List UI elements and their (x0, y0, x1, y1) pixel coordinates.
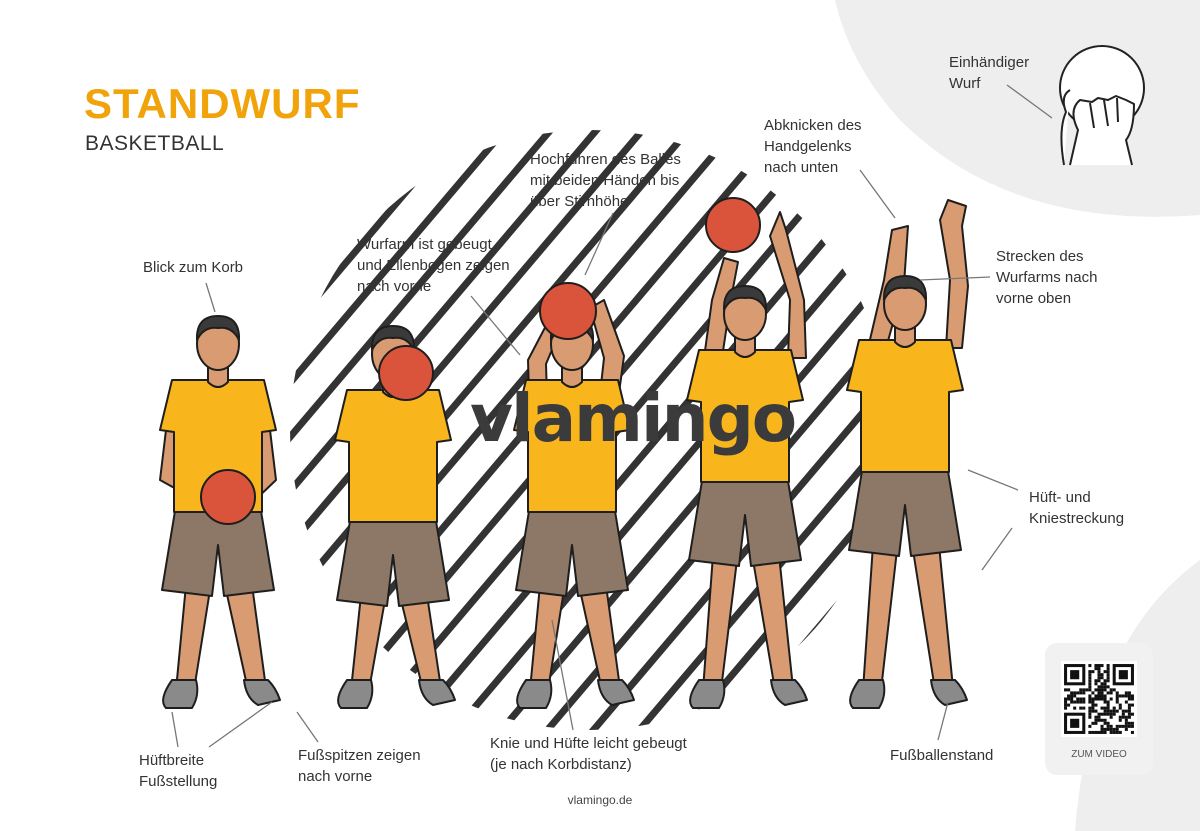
label-abknicken: Abknicken des Handgelenks nach unten (764, 117, 862, 176)
label-fussspitzen: Fußspitzen zeigen nach vorne (298, 747, 421, 785)
label-hueftbreite: Hüftbreite Fußstellung (139, 752, 218, 790)
label-einhaendig: Einhändiger Wurf (949, 54, 1030, 92)
label-strecken: Strecken des Wurfarms nach vorne oben (996, 248, 1098, 307)
label-knie: Knie und Hüfte leicht gebeugt (je nach K… (490, 735, 687, 773)
figures-group (159, 197, 969, 709)
leader-lines (171, 84, 1053, 748)
qr-code-icon[interactable] (1061, 661, 1137, 737)
qr-card[interactable]: ZUM VIDEO (1045, 643, 1153, 775)
figure-2 (334, 325, 456, 709)
label-hueft: Hüft- und Kniestreckung (1029, 489, 1125, 527)
figure-3 (513, 282, 635, 709)
label-fussballen: Fußballenstand (890, 747, 994, 764)
qr-label: ZUM VIDEO (1071, 749, 1127, 760)
page-subtitle: BASKETBALL (85, 132, 225, 155)
figure-4 (686, 197, 808, 709)
label-hochfuehren: Hochführen des Balles mit beiden Händen … (530, 151, 681, 210)
one-hand-throw-icon (1059, 45, 1145, 166)
label-blick: Blick zum Korb (143, 259, 244, 276)
figure-1 (159, 315, 281, 709)
footer-url[interactable]: vlamingo.de (567, 793, 633, 807)
corner-shape-top-right (835, 0, 1200, 217)
vlamingo-watermark-logo: vlamingo (470, 380, 797, 457)
page-title: STANDWURF (84, 80, 361, 127)
figure-5 (846, 199, 969, 709)
label-wurfarm: Wurfarm ist gebeugt und Ellenbogen zeige… (357, 236, 510, 295)
